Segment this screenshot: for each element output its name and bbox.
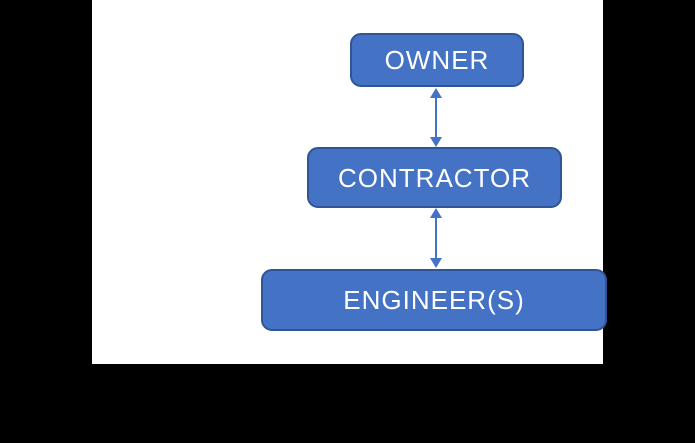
owner-contractor-double-arrow-icon (429, 88, 443, 147)
arrow-down-head-icon (430, 258, 442, 268)
arrow-up-head-icon (430, 208, 442, 218)
arrow-shaft (435, 96, 437, 139)
arrow-down-head-icon (430, 137, 442, 147)
node-engineers: ENGINEER(S) (261, 269, 607, 331)
node-engineers-label: ENGINEER(S) (343, 285, 525, 315)
arrow-up-head-icon (430, 88, 442, 98)
node-contractor-label: CONTRACTOR (338, 162, 531, 193)
node-owner: OWNER (350, 33, 524, 87)
node-owner-label: OWNER (384, 45, 490, 75)
node-contractor: CONTRACTOR (307, 147, 562, 208)
diagram-slide: OWNER CONTRACTOR ENGINEER(S) (92, 0, 607, 364)
contractor-engineers-double-arrow-icon (429, 208, 443, 268)
arrow-shaft (435, 216, 437, 260)
